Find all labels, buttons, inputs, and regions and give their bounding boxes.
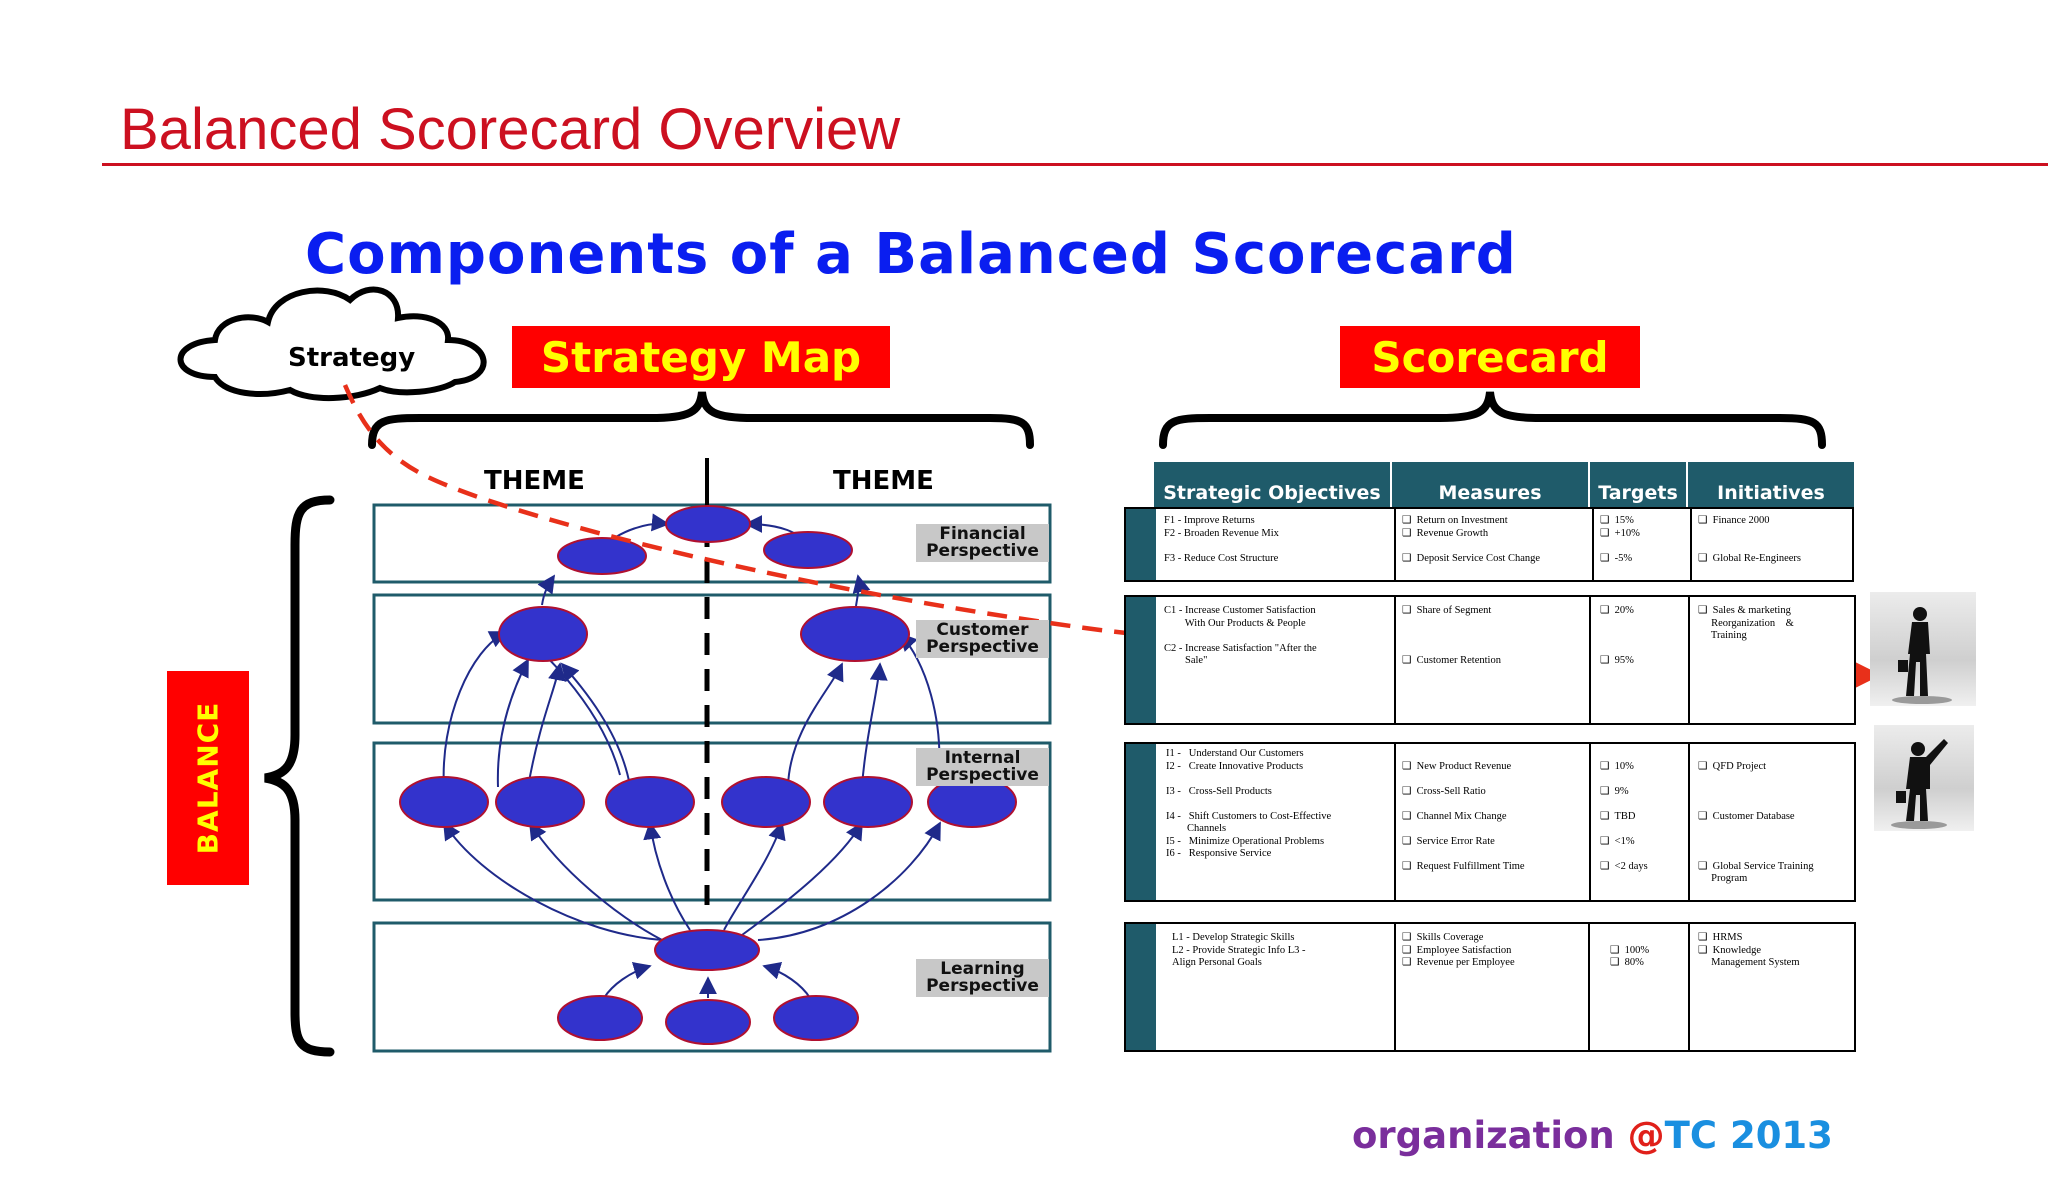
customer-node-right bbox=[800, 606, 910, 662]
strategy-cloud-label: Strategy bbox=[288, 343, 416, 373]
row-sidebar bbox=[1126, 744, 1156, 900]
scorecard-label: Scorecard bbox=[1340, 326, 1640, 388]
balance-brace bbox=[264, 495, 335, 1057]
internal-node-1 bbox=[399, 776, 489, 828]
column-divider bbox=[1592, 509, 1594, 580]
row-sidebar bbox=[1126, 509, 1156, 580]
scorecard-row-financial: F1 - Improve Returns F2 - Broaden Revenu… bbox=[1124, 507, 1854, 582]
column-divider bbox=[1394, 509, 1396, 580]
footer-credit: organization @TC 2013 bbox=[1352, 1114, 1833, 1157]
financial-node-top bbox=[665, 505, 751, 543]
pointing-silhouette-icon bbox=[1891, 739, 1948, 829]
column-divider bbox=[1394, 597, 1396, 723]
customer-perspective-label: Customer Perspective bbox=[916, 620, 1049, 658]
objectives-cell: C1 - Increase Customer Satisfaction With… bbox=[1164, 605, 1317, 666]
person-pointing-image bbox=[1874, 725, 1974, 831]
scorecard-row-customer: C1 - Increase Customer Satisfaction With… bbox=[1124, 595, 1856, 725]
header-targets: Targets bbox=[1590, 462, 1688, 508]
walking-silhouette-icon bbox=[1892, 607, 1952, 704]
theme-left-label: THEME bbox=[484, 466, 585, 496]
internal-node-5 bbox=[823, 776, 913, 828]
header-strategic-objectives: Strategic Objectives bbox=[1154, 462, 1392, 508]
column-divider bbox=[1588, 924, 1590, 1050]
footer-tc-year: TC 2013 bbox=[1664, 1114, 1833, 1157]
strategy-map-label: Strategy Map bbox=[512, 326, 890, 388]
learning-node-3 bbox=[773, 995, 859, 1041]
map-nodes bbox=[399, 505, 1017, 1045]
theme-right-label: THEME bbox=[833, 466, 934, 496]
objectives-cell: L1 - Develop Strategic Skills L2 - Provi… bbox=[1172, 932, 1306, 968]
internal-perspective-label: Internal Perspective bbox=[916, 748, 1049, 786]
scorecard-brace bbox=[1159, 391, 1826, 449]
footer-at-sign: @ bbox=[1627, 1114, 1665, 1157]
financial-perspective-label: Financial Perspective bbox=[916, 524, 1049, 562]
strategy-map-brace bbox=[368, 391, 1034, 449]
targets-cell: ❑ 100% ❑ 80% bbox=[1610, 944, 1650, 969]
row-sidebar bbox=[1126, 924, 1156, 1050]
internal-node-3 bbox=[605, 776, 695, 828]
measures-cell: ❑ Return on Investment ❑ Revenue Growth … bbox=[1402, 515, 1541, 564]
targets-cell: ❑ 15% ❑ +10% ❑ -5% bbox=[1600, 515, 1640, 564]
customer-band bbox=[372, 593, 1052, 725]
column-divider bbox=[1589, 597, 1591, 723]
learning-node-2 bbox=[665, 999, 751, 1045]
column-divider bbox=[1688, 924, 1690, 1050]
header-measures: Measures bbox=[1392, 462, 1590, 508]
header-initiatives: Initiatives bbox=[1688, 462, 1854, 508]
column-divider bbox=[1690, 509, 1692, 580]
scorecard-header: Strategic Objectives Measures Targets In… bbox=[1154, 462, 1854, 508]
internal-node-4 bbox=[721, 776, 811, 828]
column-divider bbox=[1394, 924, 1396, 1050]
initiatives-cell: ❑ QFD Project ❑ Customer Database ❑ Glob… bbox=[1698, 760, 1814, 885]
column-divider bbox=[1394, 744, 1396, 900]
initiatives-cell: ❑ Sales & marketing Reorganization & Tra… bbox=[1698, 605, 1794, 641]
scorecard-row-learning: L1 - Develop Strategic Skills L2 - Provi… bbox=[1124, 922, 1856, 1052]
initiatives-cell: ❑ Finance 2000 ❑ Global Re-Engineers bbox=[1698, 515, 1802, 564]
measures-cell: ❑ Skills Coverage ❑ Employee Satisfactio… bbox=[1402, 932, 1515, 968]
targets-cell: ❑ 10% ❑ 9% ❑ TBD ❑ <1% ❑ <2 days bbox=[1600, 760, 1648, 872]
customer-node-left bbox=[498, 606, 588, 662]
objectives-cell: F1 - Improve Returns F2 - Broaden Revenu… bbox=[1164, 515, 1279, 564]
scorecard-row-internal: I1 - Understand Our Customers I2 - Creat… bbox=[1124, 742, 1856, 902]
financial-node-left bbox=[557, 537, 647, 575]
slide-title: Balanced Scorecard Overview bbox=[120, 97, 901, 162]
internal-node-2 bbox=[495, 776, 585, 828]
column-divider bbox=[1688, 744, 1690, 900]
footer-organization: organization bbox=[1352, 1114, 1628, 1157]
column-divider bbox=[1589, 744, 1591, 900]
measures-cell: ❑ Share of Segment ❑ Customer Retention bbox=[1402, 605, 1501, 666]
column-divider bbox=[1688, 597, 1690, 723]
person-walking-image bbox=[1870, 592, 1976, 706]
learning-perspective-label: Learning Perspective bbox=[916, 959, 1049, 997]
objectives-cell: I1 - Understand Our Customers I2 - Creat… bbox=[1166, 748, 1332, 859]
diagram-title: Components of a Balanced Scorecard bbox=[305, 222, 1517, 287]
row-sidebar bbox=[1126, 597, 1156, 723]
strategy-cloud bbox=[177, 286, 487, 401]
financial-node-right bbox=[763, 531, 853, 569]
learning-hub-node bbox=[654, 929, 760, 971]
initiatives-cell: ❑ HRMS ❑ Knowledge Management System bbox=[1698, 932, 1800, 968]
targets-cell: ❑ 20% ❑ 95% bbox=[1600, 605, 1634, 666]
title-divider bbox=[102, 163, 2048, 166]
learning-node-1 bbox=[557, 995, 643, 1041]
measures-cell: ❑ New Product Revenue ❑ Cross-Sell Ratio… bbox=[1402, 760, 1525, 872]
balance-label: BALANCE bbox=[167, 671, 249, 885]
